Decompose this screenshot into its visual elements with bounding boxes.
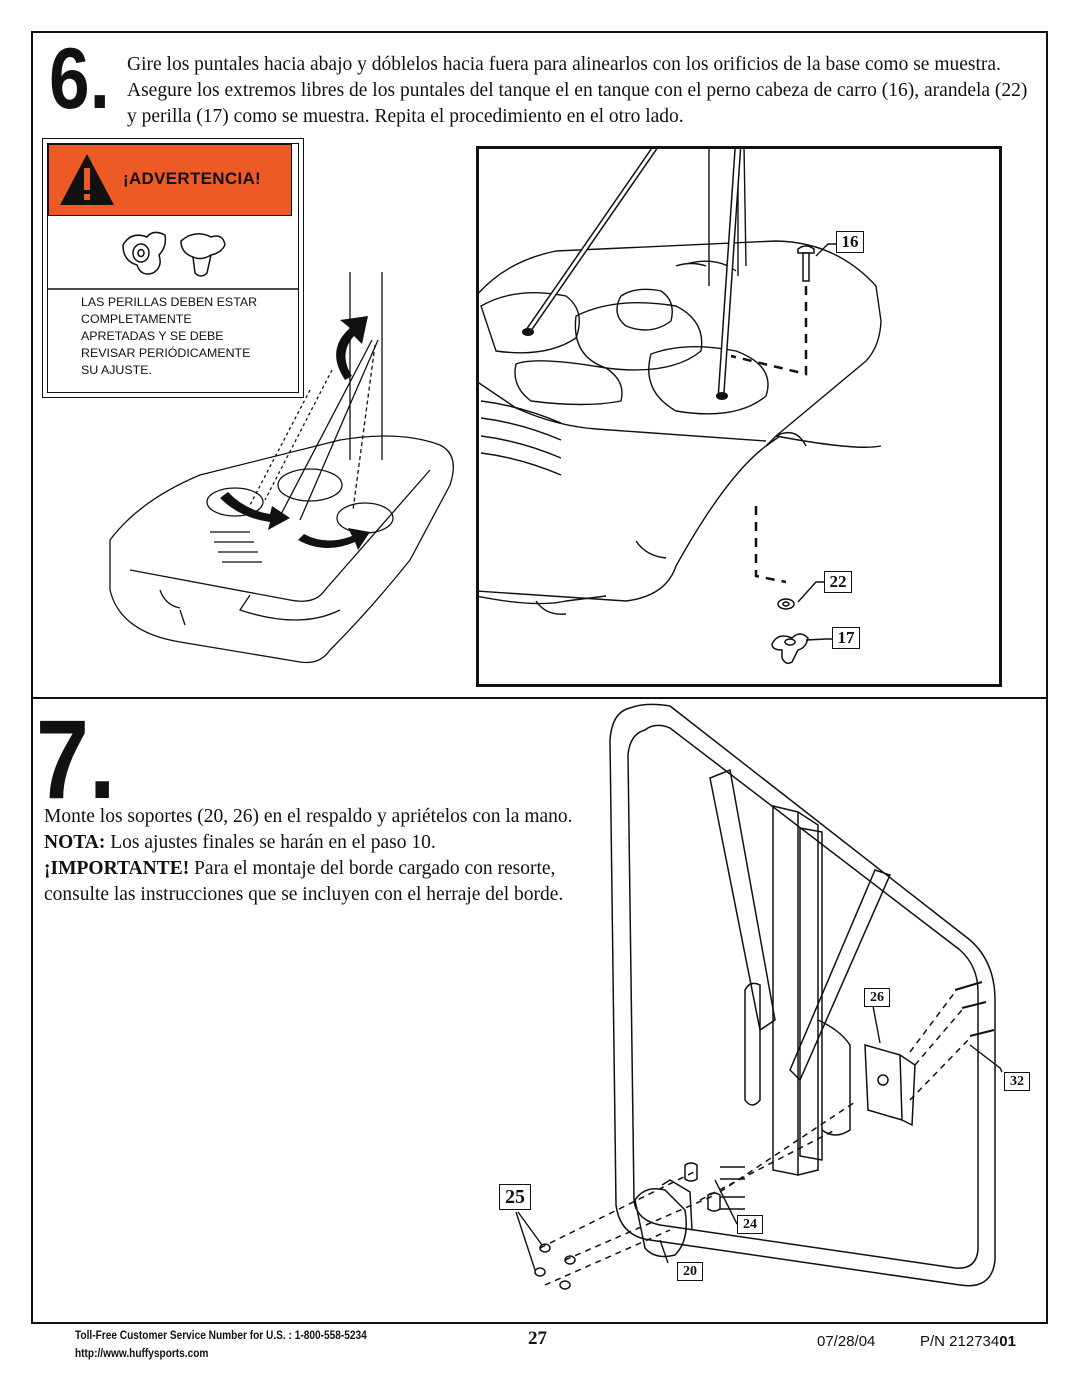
footer-service-number: Toll-Free Customer Service Number for U.…: [75, 1330, 367, 1342]
callout-24: 24: [737, 1215, 763, 1234]
callout-25: 25: [499, 1184, 531, 1210]
warning-line: REVISAR PERIÓDICAMENTE: [81, 346, 251, 360]
callout-17: 17: [832, 627, 860, 649]
warning-line: SU AJUSTE.: [81, 363, 152, 377]
warning-separator: [47, 288, 299, 290]
importante-text: Para el montaje del borde cargado con re…: [44, 858, 564, 905]
page-frame: [31, 31, 1048, 1324]
warning-title: ¡ADVERTENCIA!: [123, 169, 262, 188]
warning-line: APRETADAS Y SE DEBE: [81, 329, 224, 343]
footer-date: 07/28/04: [817, 1333, 876, 1350]
callout-32: 32: [1004, 1072, 1030, 1091]
detail-view-box: 16 22 17: [476, 146, 1002, 687]
callout-20: 20: [677, 1262, 703, 1281]
warning-line: LAS PERILLAS DEBEN ESTAR: [81, 295, 258, 309]
part-number-prefix: P/N 212734: [920, 1333, 1000, 1350]
step-6-number: 6.: [49, 31, 110, 127]
warning-triangle-icon: [60, 154, 114, 205]
step-7-main-text: Monte los soportes (20, 26) en el respal…: [44, 806, 573, 827]
step-6-instructions: Gire los puntales hacia abajo y dóblelos…: [127, 54, 1028, 127]
warning-line: COMPLETAMENTE: [81, 312, 192, 326]
callout-26: 26: [864, 988, 890, 1007]
base-overview-illustration: [109, 272, 454, 664]
part-number: P/N 21273401: [920, 1333, 1016, 1350]
backboard-illustration: [515, 703, 1003, 1290]
warning-header: ¡ADVERTENCIA!: [48, 144, 292, 216]
step-7-note: NOTA: Los ajustes finales se harán en el…: [44, 830, 584, 856]
callout-22: 22: [824, 571, 852, 593]
footer-contact: Toll-Free Customer Service Number for U.…: [75, 1327, 367, 1363]
knob-icon: [122, 231, 226, 277]
step-7-important: ¡IMPORTANTE! Para el montaje del borde c…: [44, 856, 584, 908]
page-number: 27: [528, 1328, 547, 1349]
nota-label: NOTA:: [44, 832, 106, 853]
part-number-suffix: 01: [999, 1333, 1016, 1350]
warning-inner-border: [47, 143, 299, 393]
step-7-instructions: Monte los soportes (20, 26) en el respal…: [44, 804, 584, 908]
base-detail-illustration: [479, 149, 882, 665]
importante-label: ¡IMPORTANTE!: [44, 858, 190, 879]
step-divider: [31, 697, 1048, 699]
callout-16: 16: [836, 231, 864, 253]
nota-text: Los ajustes finales se harán en el paso …: [110, 832, 436, 853]
step-7-number: 7.: [36, 697, 116, 822]
footer-url[interactable]: http://www.huffysports.com: [75, 1348, 209, 1360]
warning-box: ¡ADVERTENCIA! LAS PERILLAS DEBEN ESTAR C…: [42, 138, 304, 398]
